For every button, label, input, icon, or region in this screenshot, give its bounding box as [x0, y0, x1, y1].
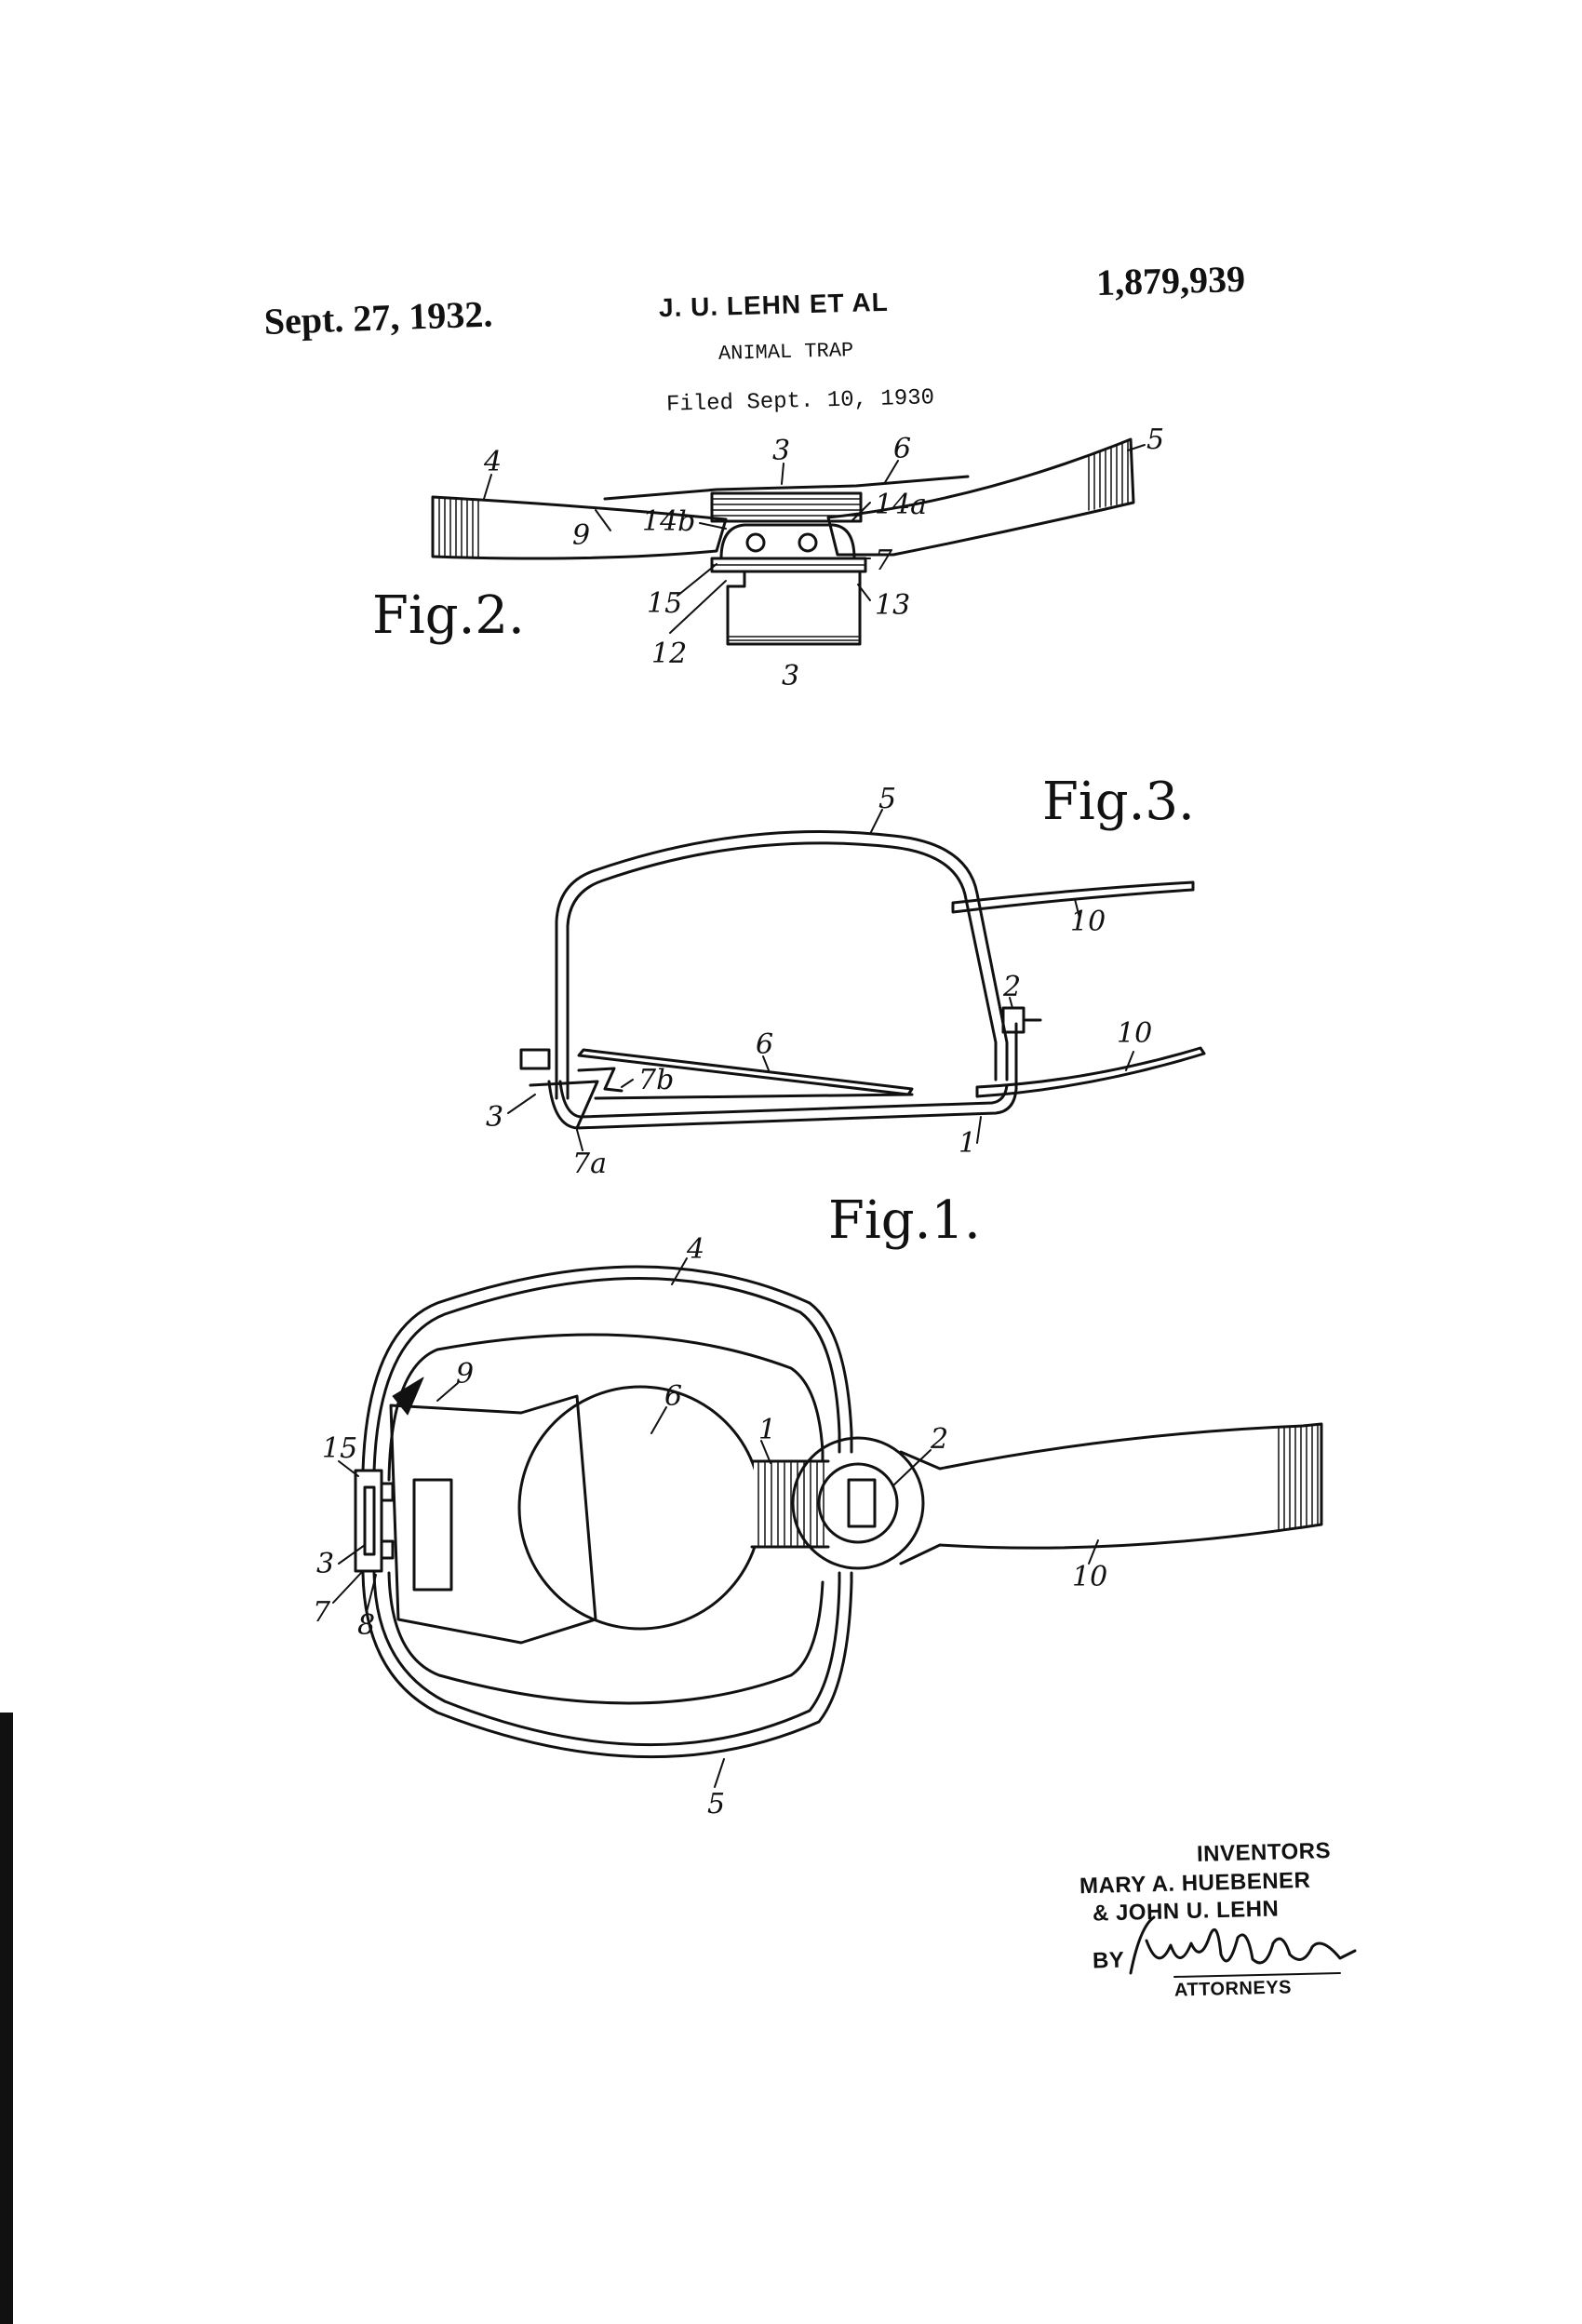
fig1-bar-1-edge: [750, 1459, 830, 1549]
fig3-ref-6: 6: [756, 1028, 773, 1061]
fig1-inner-frame: [387, 1333, 825, 1705]
figure-2: 4 3 6 5 9 14b 14a 7 15 13 12 3 Fig.2.: [372, 423, 1164, 692]
figure-1: Fig.1.: [313, 1190, 1323, 1820]
fig2-hinge-lines: [711, 498, 862, 517]
fig2-rivet-right: [798, 532, 818, 553]
fig3-leaders: [507, 809, 1134, 1151]
fig2-ref-14a: 14a: [875, 489, 927, 521]
fig2-ref-9: 9: [572, 519, 590, 552]
fig1-lever-hatch: [1278, 1424, 1319, 1531]
fig3-hinge-post: [519, 1048, 551, 1070]
fig2-spring-hatch: [729, 636, 859, 641]
fig3-trigger-bar: [594, 1093, 914, 1100]
fig3-hook-7b: [577, 1067, 623, 1093]
scan-edge-shadow: [0, 1713, 13, 2324]
fig3-post-2: [1001, 1006, 1026, 1034]
fig1-jaw-4-outer: [361, 1265, 853, 1472]
fig3-jaw-5-inner: [566, 841, 998, 1100]
inventor-line-2: & JOHN U. LEHN: [1092, 1896, 1280, 1927]
fig2-pan-plate-6: [603, 475, 970, 501]
fig3-ref-7b: 7b: [638, 1064, 674, 1096]
fig2-ref-6: 6: [893, 433, 911, 465]
fig1-ref-4: 4: [686, 1233, 704, 1266]
fig2-jaw-4: [431, 495, 728, 560]
fig2-ref-12: 12: [651, 638, 687, 670]
fig3-lever-10-top: [951, 880, 1195, 914]
signature-underline: [1173, 1972, 1341, 1978]
fig2-hinge-block: [710, 491, 863, 523]
fig2-ref-7: 7: [875, 544, 893, 577]
fig3-base-1: [547, 1022, 1018, 1130]
fig2-ref-14b: 14b: [642, 505, 695, 538]
fig3-ref-7a: 7a: [572, 1148, 607, 1180]
fig1-lever-10: [899, 1422, 1323, 1565]
fig1-ref-7: 7: [313, 1596, 331, 1629]
fig2-ref-3-bottom: 3: [782, 660, 799, 692]
fig1-ref-6: 6: [664, 1380, 682, 1413]
fig1-bar-hatch: [757, 1462, 825, 1546]
fig3-ref-5: 5: [878, 783, 896, 815]
fig1-ref-1: 1: [758, 1414, 776, 1446]
fig2-jaw-5: [826, 437, 1135, 557]
fig2-ref-15: 15: [647, 587, 682, 620]
fig1-ref-10: 10: [1072, 1561, 1107, 1593]
fig3-pan-6: [577, 1048, 914, 1096]
fig3-ref-3: 3: [486, 1101, 503, 1134]
fig1-ring: [791, 1436, 925, 1570]
fig1-ref-8: 8: [357, 1609, 375, 1642]
fig3-spring-3: [529, 1080, 599, 1130]
fig3-ref-2: 2: [1002, 971, 1021, 1003]
fig1-hinge-pin-3: [363, 1485, 376, 1556]
fig2-spring-3: [726, 570, 862, 646]
fig1-ref-3: 3: [316, 1548, 334, 1580]
fig1-leaders: [332, 1257, 1099, 1788]
fig1-shade-9: [392, 1377, 424, 1416]
fig1-jaw-5-outer: [361, 1571, 853, 1759]
fig2-clip-15: [719, 523, 856, 560]
fig2-ref-13: 13: [875, 589, 910, 622]
fig2-ref-5: 5: [1146, 423, 1164, 456]
fig3-ref-10-top: 10: [1070, 906, 1106, 938]
figure-3: 5 10 2 6 10 7b 3 1 7a Fig.3.: [486, 772, 1206, 1180]
fig3-ref-10-bottom: 10: [1117, 1017, 1152, 1050]
fig1-ref-2: 2: [930, 1423, 948, 1456]
fig3-lever-10-bottom: [975, 1046, 1206, 1098]
fig1-post-2: [847, 1478, 877, 1528]
fig2-rivet-left: [745, 532, 766, 553]
fig1-hinge-stub: [412, 1478, 453, 1592]
fig2-ref-3-top: 3: [772, 435, 790, 467]
fig1-pan-6-plate: [389, 1394, 597, 1645]
fig2-hatch-left: [438, 498, 479, 557]
fig1-jaw-4-inner: [372, 1277, 841, 1472]
by-label: BY: [1092, 1947, 1125, 1974]
fig2-leaders: [483, 444, 1146, 634]
attorney-signature: [1129, 1915, 1357, 1975]
fig2-ref-4: 4: [483, 446, 502, 478]
fig3-ref-1: 1: [959, 1127, 976, 1160]
fig2-label: Fig.2.: [372, 585, 525, 646]
fig1-jaw-5-inner: [372, 1571, 841, 1747]
fig1-label: Fig.1.: [828, 1190, 981, 1251]
fig1-ref-5: 5: [707, 1788, 725, 1820]
fig1-ref-15: 15: [322, 1432, 357, 1465]
fig3-jaw-5-outer: [555, 830, 1009, 1100]
fig2-hatch-right: [1088, 440, 1129, 511]
fig1-pan-6-disc: [517, 1385, 763, 1631]
inventors-heading: INVENTORS: [1196, 1838, 1332, 1867]
fig1-ref-9: 9: [456, 1358, 474, 1390]
fig1-hinge-block-15: [354, 1469, 383, 1573]
fig3-label: Fig.3.: [1042, 772, 1195, 832]
attorneys-label: ATTORNEYS: [1173, 1977, 1293, 2001]
